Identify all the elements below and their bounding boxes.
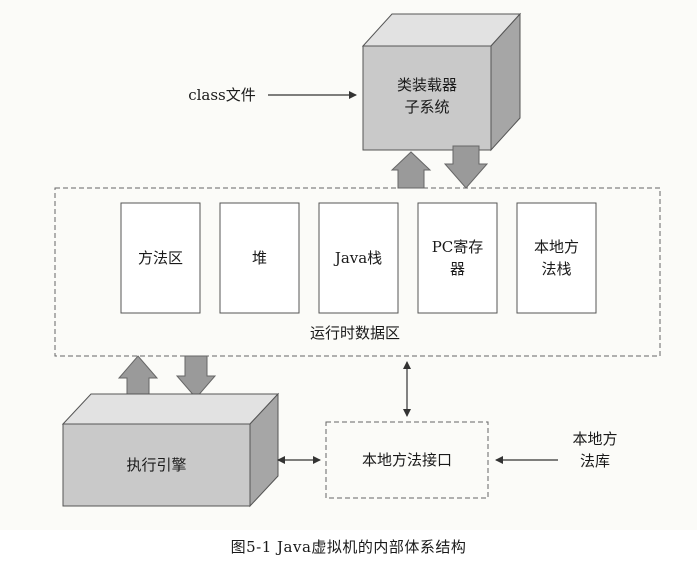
execution-engine-box xyxy=(61,392,280,508)
native-library-line2: 法库 xyxy=(579,452,610,470)
execution-engine-label: 执行引擎 xyxy=(126,456,187,474)
class-loader-label: 类装载器 子系统 xyxy=(363,74,491,118)
java-stack-label: Java栈 xyxy=(319,247,398,269)
method-area-box xyxy=(120,202,201,314)
runtime-data-area-label: 运行时数据区 xyxy=(309,324,400,342)
region-label-line1: Java栈 xyxy=(334,249,383,267)
class-file-label: class文件 xyxy=(188,86,256,104)
pc-register-box xyxy=(417,202,498,314)
native-interface-box xyxy=(325,421,489,499)
native-method-stack-label: 本地方 法栈 xyxy=(517,236,596,280)
figure-caption: 图5-1 Java虚拟机的内部体系结构 xyxy=(230,538,467,556)
heap-label: 堆 xyxy=(220,247,299,269)
block-arrow-up-icon xyxy=(390,151,432,189)
heap-box xyxy=(219,202,300,314)
native-library-line1: 本地方 xyxy=(572,430,618,448)
region-label-line1: 本地方 xyxy=(533,238,579,256)
pc-register-label: PC寄存 器 xyxy=(418,236,497,280)
native-method-stack-box xyxy=(516,202,597,314)
region-label-line2: 器 xyxy=(449,260,465,278)
region-label-line1: 堆 xyxy=(251,249,267,267)
class-loader-box xyxy=(361,12,522,152)
block-arrow-up-icon xyxy=(117,355,159,399)
java-stack-box xyxy=(318,202,399,314)
jvm-architecture-diagram: class文件 类装载器 子系统 方法区 堆 Java栈 PC寄存 器 本地方 … xyxy=(54,12,661,508)
class-loader-line1: 类装载器 xyxy=(396,76,457,94)
region-label-line1: 方法区 xyxy=(137,249,183,267)
region-label-line2: 法栈 xyxy=(541,260,572,278)
native-interface-label: 本地方法接口 xyxy=(361,451,452,469)
native-library-label: 本地方 法库 xyxy=(560,428,630,472)
method-area-label: 方法区 xyxy=(121,247,200,269)
diagram-graphics xyxy=(54,12,661,508)
runtime-data-area xyxy=(54,187,661,357)
region-label-line1: PC寄存 xyxy=(431,238,484,256)
block-arrow-down-icon xyxy=(443,145,489,189)
class-loader-line2: 子系统 xyxy=(404,98,450,116)
block-arrow-down-icon xyxy=(175,355,217,399)
